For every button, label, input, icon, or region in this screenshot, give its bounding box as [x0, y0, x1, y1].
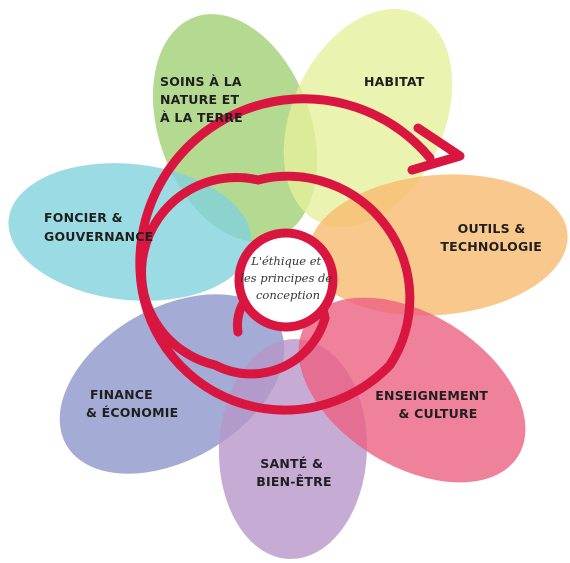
label-line: ENSEIGNEMENT — [375, 388, 488, 403]
label-habitat: HABITAT — [364, 74, 425, 89]
label-outils: OUTILS & TECHNOLOGIE — [440, 221, 542, 254]
label-line: & ÉCONOMIE — [86, 405, 178, 420]
label-line: & CULTURE — [398, 406, 477, 421]
spiral — [135, 94, 465, 415]
center-line: L'éthique et — [250, 254, 321, 268]
label-enseignement: ENSEIGNEMENT & CULTURE — [375, 388, 492, 421]
center-line: les principes de — [240, 271, 332, 285]
label-line: HABITAT — [364, 74, 425, 89]
label-line: FONCIER & — [44, 210, 123, 225]
label-soins: SOINS À LA NATURE ET À LA TERRE — [160, 74, 246, 125]
petal-foncier — [8, 163, 252, 301]
spiral-arrowhead — [407, 123, 465, 175]
label-foncier: FONCIER & GOUVERNANCE — [44, 210, 153, 244]
label-line: BIEN-ÊTRE — [256, 474, 331, 489]
label-line: SANTÉ & — [260, 456, 323, 471]
label-finance: FINANCE & ÉCONOMIE — [86, 387, 178, 420]
label-line: GOUVERNANCE — [44, 229, 153, 244]
center-ring — [234, 228, 338, 332]
label-sante: SANTÉ & BIEN-ÊTRE — [256, 456, 331, 489]
label-line: OUTILS & — [458, 221, 526, 236]
spiral-arrow-path — [135, 94, 435, 415]
label-line: SOINS À LA — [160, 74, 242, 89]
center-text: L'éthique et les principes de conception — [240, 254, 336, 302]
label-line: À LA TERRE — [160, 110, 243, 125]
label-line: TECHNOLOGIE — [440, 239, 542, 254]
label-line: FINANCE — [90, 387, 153, 402]
petal-enseignement — [298, 297, 526, 483]
center-line: conception — [256, 288, 320, 302]
label-line: NATURE ET — [160, 92, 239, 107]
